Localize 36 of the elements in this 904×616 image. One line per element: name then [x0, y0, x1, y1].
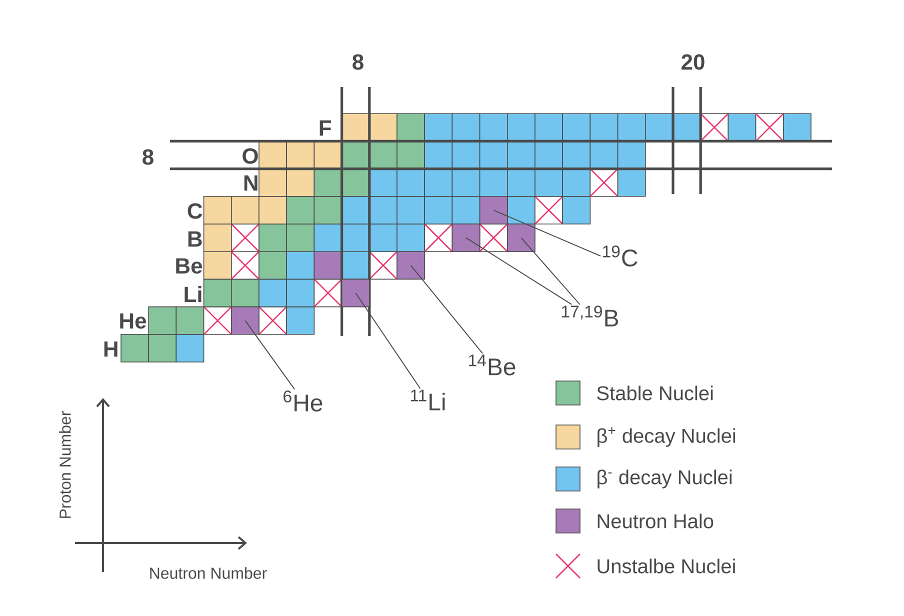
isotope-label: $^{14}$Be — [469, 354, 516, 376]
element-symbol: C — [188, 203, 202, 219]
legend-label: Unstalbe Nuclei — [598, 558, 735, 574]
isotope-label: $^{19}$C — [603, 246, 638, 266]
halo-cell — [452, 224, 480, 252]
isotope-label: $^{6}$He — [284, 390, 322, 412]
leader-line — [466, 237, 572, 305]
magic-number: 20 — [682, 54, 704, 70]
element-symbol: He — [120, 313, 146, 329]
element-symbol: H — [104, 341, 118, 357]
legend-label: β$^{-}$ decay Nuclei — [598, 470, 732, 488]
halo-cell — [231, 306, 260, 335]
leader-line — [520, 237, 580, 305]
legend-label: Neutron Halo — [598, 514, 714, 528]
isotope-label: $^{11}$Li — [410, 390, 445, 410]
legend-label: Stable Nuclei — [597, 386, 713, 400]
leader-line — [355, 292, 421, 390]
magic-number: 8 — [352, 54, 364, 70]
halo-cell — [396, 251, 425, 280]
axis-title: Neutron Number — [150, 567, 267, 579]
halo-cell — [341, 278, 370, 308]
element-symbol: N — [244, 175, 258, 191]
halo-cell — [479, 196, 508, 224]
element-symbol: Li — [184, 286, 202, 302]
element-symbol: B — [188, 231, 202, 247]
isotope-label: $^{17,19}$B — [562, 306, 618, 326]
leader-line — [410, 264, 484, 354]
axis-title: Proton Number — [59, 411, 71, 518]
leader-line — [244, 320, 296, 390]
element-symbol: Be — [176, 258, 202, 274]
leader-line — [493, 210, 602, 256]
halo-cell — [507, 224, 536, 252]
element-symbol: O — [242, 148, 258, 164]
legend-label: β$^{+}$ decay Nuclei — [598, 427, 736, 447]
magic-number: 8 — [142, 149, 154, 165]
element-symbol: F — [320, 120, 331, 136]
